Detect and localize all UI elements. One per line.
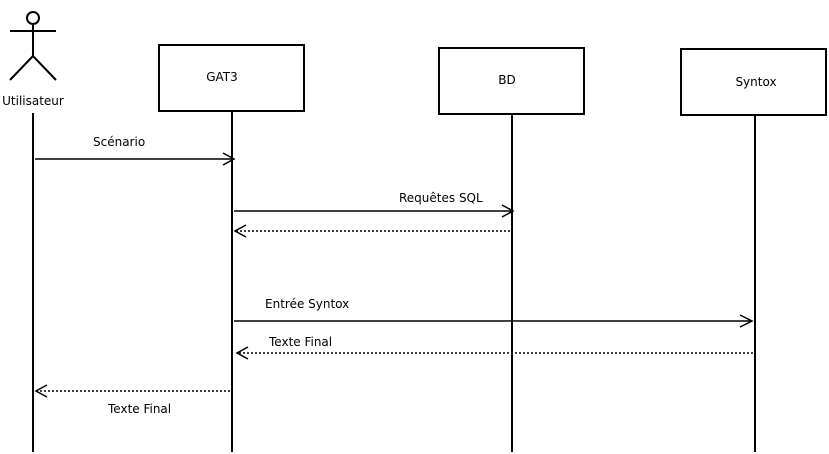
message-label-scenario: Scénario <box>93 135 145 149</box>
message-label-entree-syntox: Entrée Syntox <box>265 297 349 311</box>
arrowhead-open <box>739 314 754 328</box>
message-label-requetes-sql: Requêtes SQL <box>399 191 483 205</box>
actor-right-leg <box>32 55 57 81</box>
message-requetes-sql <box>234 204 515 218</box>
message-return-bd <box>233 224 510 238</box>
message-label-texte-final-1: Texte Final <box>268 335 332 349</box>
arrowhead-open <box>222 152 236 166</box>
message-scenario <box>35 152 236 166</box>
actor-head <box>26 11 40 25</box>
actor-label: Utilisateur <box>2 94 64 108</box>
participant-label-syntox: Syntox <box>735 75 776 89</box>
participant-label-gat3: GAT3 <box>206 70 238 84</box>
arrowhead-open <box>501 204 515 218</box>
actor-utilisateur <box>9 11 57 81</box>
message-texte-final-user <box>34 384 230 398</box>
arrowhead-open <box>233 224 247 238</box>
message-texte-final-syntox <box>235 346 753 360</box>
message-entree-syntox <box>234 314 754 328</box>
participant-box-gat3 <box>158 44 305 112</box>
message-label-texte-final-2: Texte Final <box>107 402 171 416</box>
arrowhead-open <box>235 346 249 360</box>
participant-box-syntox <box>680 48 827 116</box>
participant-box-bd <box>438 47 585 115</box>
actor-left-leg <box>9 55 34 81</box>
participant-label-bd: BD <box>498 73 515 87</box>
arrowhead-open <box>34 384 48 398</box>
